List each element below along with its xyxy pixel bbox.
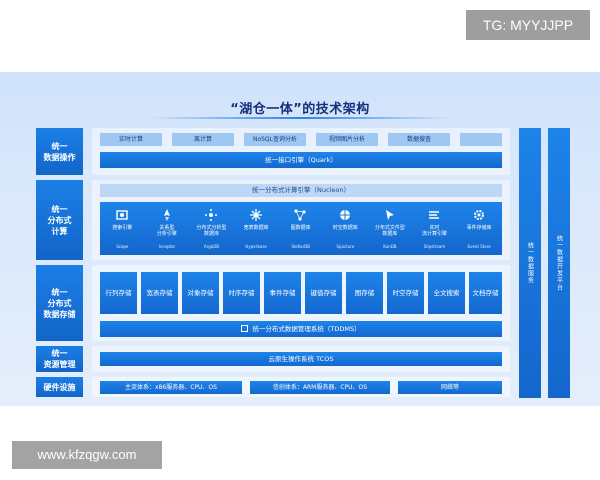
engine-spacture: 时空数据库 Spacture xyxy=(323,202,368,255)
chip-video-image-analysis: 视频图片分析 xyxy=(316,133,378,146)
tddms-label: 统一分布式数据管理系统（TDDMS） xyxy=(252,325,361,333)
engine-name: 关系型 分析引擎 xyxy=(156,225,177,237)
watermark-bottom: www.kfzqgw.com xyxy=(12,441,162,469)
layer-label-storage-text: 统一 分布式 数据存储 xyxy=(43,287,76,319)
tcos-bar: 云原生操作系统 TCOS xyxy=(100,352,502,366)
compute-engines-panel: 搜索引擎 Scope 关系型 分析引擎 Inceptor 分布式分析型 数据库 ArgoD… xyxy=(100,202,502,255)
layer-label-ops-text: 统一 数据操作 xyxy=(43,141,76,162)
chip-nosql-query: NoSQL查询分析 xyxy=(244,133,306,146)
store-key-value: 键值存储 xyxy=(305,272,342,314)
graph-icon xyxy=(294,209,306,221)
store-row-column: 行列存储 xyxy=(100,272,137,314)
chip-blank xyxy=(460,133,502,146)
engine-name: 事件存储库 xyxy=(466,225,492,231)
watermark-top: TG: MYYJJPP xyxy=(466,10,590,40)
store-spatiotemporal: 时空存储 xyxy=(387,272,424,314)
layer-label-storage: 统一 分布式 数据存储 xyxy=(36,265,83,341)
engine-name: 分布式文件型 数据库 xyxy=(374,225,405,237)
engine-inceptor: 关系型 分析引擎 Inceptor xyxy=(145,202,190,255)
hardware-mainstream: 主流体系：x86服务器、CPU、OS xyxy=(100,381,242,394)
engine-english-name: Scope xyxy=(116,244,129,249)
layer-label-hardware: 硬件设施 xyxy=(36,377,83,397)
store-time-series: 时序存储 xyxy=(223,272,260,314)
chip-realtime-compute: 实时计算 xyxy=(100,133,162,146)
sparkle-icon xyxy=(205,209,218,221)
store-document: 文档存储 xyxy=(469,272,502,314)
engine-scope: 搜索引擎 Scope xyxy=(100,202,145,255)
hardware-xinchuang: 信创体系：ARM服务器、CPU、OS xyxy=(250,381,390,394)
engine-hyperbase: 宽表数据库 Hyperbase xyxy=(234,202,279,255)
engine-slipstream: 实时 流计算引擎 Slipstream xyxy=(412,202,457,255)
engine-name: 宽表数据库 xyxy=(243,225,269,231)
engine-english-name: Slipstream xyxy=(423,244,446,249)
chip-offline-compute: 离计算 xyxy=(172,133,234,146)
store-full-text: 全文搜索 xyxy=(428,272,465,314)
side-bar-dev-platform: 统一数据开发平台 xyxy=(548,128,570,398)
engine-stellardb: 图数据库 StellarDB xyxy=(278,202,323,255)
sql-engine-bar: 统一接口引擎（Quark） xyxy=(100,152,502,168)
rocket-icon xyxy=(163,209,170,221)
engine-name: 实时 流计算引擎 xyxy=(421,225,447,237)
engine-name: 分布式分析型 数据库 xyxy=(196,225,227,237)
diagram-title: “湖仓一体”的技术架构 xyxy=(230,102,370,117)
side-bar-dev-platform-label: 统一数据开发平台 xyxy=(555,235,563,291)
layer-label-compute-text: 统一 分布式 计算 xyxy=(47,204,72,236)
store-graph: 图存储 xyxy=(346,272,383,314)
globe-icon xyxy=(340,210,350,220)
side-bar-data-service-label: 统一数据服务 xyxy=(526,242,534,284)
side-bar-data-service: 统一数据服务 xyxy=(519,128,541,398)
engine-argodb: 分布式分析型 数据库 ArgoDB xyxy=(189,202,234,255)
gear-icon xyxy=(473,210,484,220)
engine-english-name: Event Store xyxy=(467,244,491,249)
tddms-icon xyxy=(241,325,249,332)
stream-icon xyxy=(429,211,440,219)
layer-label-resource: 统一 资源管理 xyxy=(36,346,83,372)
engine-name: 时空数据库 xyxy=(332,225,358,231)
engine-kundb: 分布式文件型 数据库 KunDB xyxy=(368,202,413,255)
chip-data-search: 数据搜查 xyxy=(388,133,450,146)
title-underline xyxy=(150,117,450,119)
hardware-network: 网络等 xyxy=(398,381,502,394)
compute-engine-bar: 统一分布式计算引擎（Nucleon） xyxy=(100,184,502,197)
asterisk-icon xyxy=(249,209,262,221)
tddms-bar: 统一分布式数据管理系统（TDDMS） xyxy=(100,321,502,337)
store-wide-table: 宽表存储 xyxy=(141,272,178,314)
search-engine-icon xyxy=(116,210,128,220)
store-object: 对象存储 xyxy=(182,272,219,314)
engine-english-name: StellarDB xyxy=(291,244,311,249)
layer-label-hardware-text: 硬件设施 xyxy=(43,382,76,392)
engine-english-name: Spacture xyxy=(336,244,355,249)
engine-english-name: Hyperbase xyxy=(245,244,267,249)
store-event: 事件存储 xyxy=(264,272,301,314)
architecture-diagram: “湖仓一体”的技术架构 统一 数据操作 统一 分布式 计算 统一 分布式 数据存… xyxy=(0,72,600,406)
engine-event-store: 事件存储库 Event Store xyxy=(457,202,502,255)
engine-name: 搜索引擎 xyxy=(112,225,133,231)
engine-name: 图数据库 xyxy=(290,225,311,231)
layer-label-ops: 统一 数据操作 xyxy=(36,128,83,175)
layer-label-compute: 统一 分布式 计算 xyxy=(36,180,83,260)
cursor-icon xyxy=(385,210,394,220)
engine-english-name: KunDB xyxy=(383,244,397,249)
engine-english-name: Inceptor xyxy=(158,244,176,249)
engine-english-name: ArgoDB xyxy=(203,244,220,249)
layer-label-resource-text: 统一 资源管理 xyxy=(43,349,76,369)
